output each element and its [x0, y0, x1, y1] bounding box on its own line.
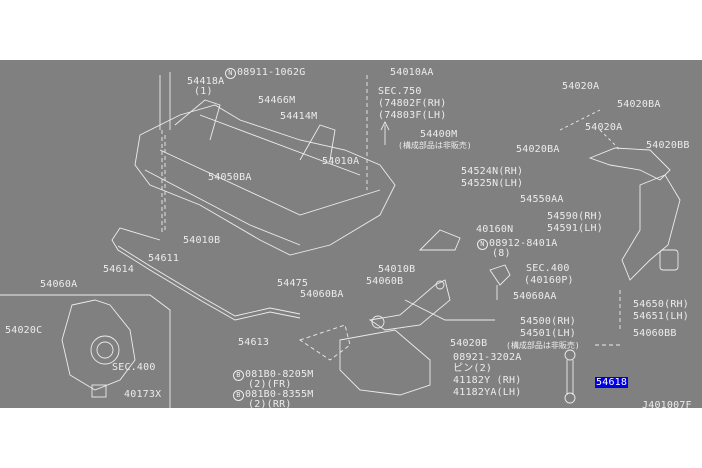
b-mark-icon: B: [233, 370, 244, 381]
part-label-54524N[interactable]: 54524N(RH): [461, 166, 524, 177]
stabilizer-bar-drawing: [111, 227, 301, 321]
part-label-54414M[interactable]: 54414M: [280, 111, 318, 122]
quantity-note: ピン(2): [453, 363, 493, 374]
part-label-54020A[interactable]: 54020A: [585, 122, 623, 133]
section-ref-750-rh[interactable]: (74802F(RH): [378, 98, 447, 109]
part-label-54050BA[interactable]: 54050BA: [208, 172, 252, 183]
part-label-54611[interactable]: 54611: [148, 253, 180, 264]
n-mark-icon: N: [477, 239, 488, 250]
part-label-54020B[interactable]: 54020B: [450, 338, 488, 349]
part-label-54010AA[interactable]: 54010AA: [390, 67, 434, 78]
crossmember-drawing: [134, 104, 396, 256]
right-knuckle-drawing: [621, 174, 681, 281]
upper-arm-drawing: [588, 147, 671, 181]
part-label-54020BA[interactable]: 54020BA: [516, 144, 560, 155]
quantity-note: (8): [492, 248, 511, 259]
part-label-54500[interactable]: 54500(RH): [520, 316, 576, 327]
part-label-40160N[interactable]: 40160N: [476, 224, 514, 235]
section-ref-750-lh[interactable]: (74803F(LH): [378, 110, 447, 121]
part-label-40173X[interactable]: 40173X: [124, 389, 162, 400]
lower-arm-drawing: [368, 279, 451, 331]
knuckle-drawing: [61, 299, 136, 391]
part-label-54060BA[interactable]: 54060BA: [300, 289, 344, 300]
part-label-54590[interactable]: 54590(RH): [547, 211, 603, 222]
part-label-41182Y[interactable]: 41182Y (RH): [453, 375, 522, 386]
not-sold-note: (構成部品は非販売): [398, 141, 472, 150]
b-mark-icon: B: [233, 390, 244, 401]
part-label-54418A[interactable]: 54418A: [187, 76, 225, 87]
part-label-08921-3202A[interactable]: 08921-3202A: [453, 352, 522, 363]
part-number: 081B0-8205M: [245, 369, 314, 380]
section-ref-400[interactable]: SEC.400: [526, 263, 570, 274]
part-label-41182YA[interactable]: 41182YA(LH): [453, 387, 522, 398]
part-number: 08911-1062G: [237, 67, 306, 78]
section-ref-400[interactable]: SEC.400: [112, 362, 156, 373]
part-label-54020BA[interactable]: 54020BA: [617, 99, 661, 110]
part-label-54618-selected[interactable]: 54618: [595, 377, 629, 388]
part-number: 081B0-8355M: [245, 389, 314, 400]
diagram-panel: [0, 60, 702, 408]
part-label-54400M[interactable]: 54400M: [420, 129, 458, 140]
diagram-id: J401007F: [642, 400, 692, 411]
part-label-54020BB[interactable]: 54020BB: [646, 140, 690, 151]
part-label-54550AA[interactable]: 54550AA: [520, 194, 564, 205]
splash-shield-drawing: [339, 329, 431, 396]
part-label-54060AA[interactable]: 54060AA: [513, 291, 557, 302]
quantity-note: (2)(FR): [248, 379, 292, 390]
part-number: 08912-8401A: [489, 238, 558, 249]
part-label-54060A[interactable]: 54060A: [40, 279, 78, 290]
part-label-54020A[interactable]: 54020A: [562, 81, 600, 92]
quantity-note: (2)(RR): [248, 399, 292, 410]
section-ref-40160P[interactable]: (40160P): [524, 275, 574, 286]
part-label-54614[interactable]: 54614: [103, 264, 135, 275]
part-label-54525N[interactable]: 54525N(LH): [461, 178, 524, 189]
part-label-54010B[interactable]: 54010B: [378, 264, 416, 275]
part-label-54020C[interactable]: 54020C: [5, 325, 43, 336]
part-label-54591[interactable]: 54591(LH): [547, 223, 603, 234]
part-label-54010A[interactable]: 54010A: [322, 156, 360, 167]
part-label-54060B[interactable]: 54060B: [366, 276, 404, 287]
quantity-note: (1): [194, 86, 213, 97]
not-sold-note: (構成部品は非販売): [506, 341, 580, 350]
part-label-54651[interactable]: 54651(LH): [633, 311, 689, 322]
part-label-54650[interactable]: 54650(RH): [633, 299, 689, 310]
part-label-54475[interactable]: 54475: [277, 278, 309, 289]
part-label-54466M[interactable]: 54466M: [258, 95, 296, 106]
part-label-54501[interactable]: 54501(LH): [520, 328, 576, 339]
section-ref-750[interactable]: SEC.750: [378, 86, 422, 97]
n-mark-icon: N: [225, 68, 236, 79]
part-label-54010B[interactable]: 54010B: [183, 235, 221, 246]
part-label-54613[interactable]: 54613: [238, 337, 270, 348]
part-label-54060BB[interactable]: 54060BB: [633, 328, 677, 339]
